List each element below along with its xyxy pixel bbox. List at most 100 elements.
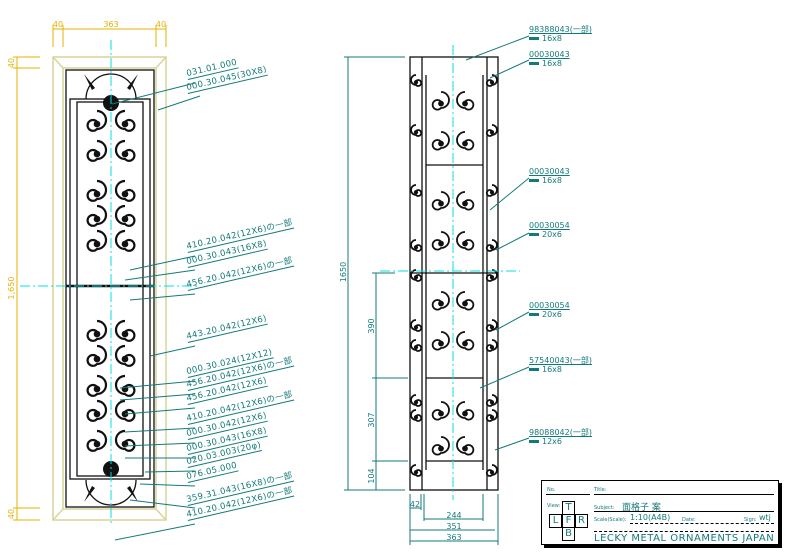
scroll-dot bbox=[413, 275, 419, 280]
scroll-curl bbox=[410, 464, 423, 477]
scroll-dot bbox=[413, 400, 419, 405]
scroll-dot bbox=[489, 130, 495, 135]
part-code: 00030054 bbox=[529, 221, 570, 230]
part-callout: 57540043(一部)16x8 bbox=[529, 356, 592, 374]
dim-height-104: 104 bbox=[367, 468, 376, 483]
dim-height-total: 1650 bbox=[339, 262, 348, 282]
dim-top-right: 40 bbox=[156, 20, 166, 29]
scroll-dot bbox=[413, 80, 419, 85]
scroll-dot bbox=[438, 300, 444, 307]
scroll-dot bbox=[93, 150, 101, 158]
scroll-dot bbox=[121, 190, 129, 198]
scroll-dot bbox=[93, 385, 101, 393]
scroll-curl bbox=[86, 139, 108, 162]
scroll-curl bbox=[114, 344, 136, 367]
scroll-dot bbox=[489, 275, 495, 280]
part-code: 00030054 bbox=[529, 301, 570, 310]
scroll-dot bbox=[438, 410, 444, 417]
scroll-curl bbox=[456, 331, 475, 351]
part-size: 16x8 bbox=[542, 59, 563, 68]
scroll-curl bbox=[431, 131, 450, 151]
dim-width-244: 244 bbox=[446, 511, 461, 520]
view-label: View: bbox=[547, 503, 561, 509]
date-label: Date: bbox=[682, 517, 696, 523]
scroll-curl bbox=[114, 204, 136, 227]
part-code: 00030043 bbox=[529, 50, 570, 59]
scroll-curl bbox=[456, 191, 475, 211]
no-label: No. bbox=[547, 487, 556, 493]
scroll-curl bbox=[114, 139, 136, 162]
scroll-dot bbox=[93, 190, 101, 198]
scroll-dot bbox=[462, 240, 468, 247]
scroll-dot bbox=[413, 130, 419, 135]
bar-icon bbox=[529, 37, 539, 40]
scroll-curl bbox=[114, 374, 136, 397]
dim-top-width: 363 bbox=[103, 20, 118, 29]
view-right: R bbox=[575, 514, 588, 528]
scroll-dot bbox=[121, 240, 129, 248]
scroll-curl bbox=[114, 429, 136, 452]
scroll-dot bbox=[489, 245, 495, 250]
scroll-curl bbox=[485, 74, 498, 87]
scroll-dot bbox=[489, 345, 495, 350]
scroll-dot bbox=[93, 440, 101, 448]
scroll-curl bbox=[86, 399, 108, 422]
part-code: 98088042(一部) bbox=[529, 428, 592, 437]
scroll-curl bbox=[485, 269, 498, 282]
scroll-curl bbox=[410, 339, 423, 352]
scale-value: 1:10(A4B) bbox=[630, 513, 671, 522]
bar-icon bbox=[529, 368, 539, 371]
grille-frame bbox=[65, 69, 155, 508]
scroll-curl bbox=[86, 229, 108, 252]
scroll-curl bbox=[431, 231, 450, 251]
scroll-curl bbox=[410, 74, 423, 87]
scroll-dot bbox=[489, 415, 495, 420]
scroll-dot bbox=[438, 140, 444, 147]
view-bottom: B bbox=[562, 527, 575, 541]
scroll-dot bbox=[121, 355, 129, 363]
sign-value: wtj bbox=[759, 513, 771, 522]
scroll-dot bbox=[462, 445, 468, 452]
scroll-dot bbox=[121, 120, 129, 128]
scroll-dot bbox=[489, 190, 495, 195]
right-grille-frame bbox=[409, 56, 499, 491]
company-name: LECKY METAL ORNAMENTS JAPAN bbox=[594, 533, 775, 544]
scroll-curl bbox=[410, 409, 423, 422]
leader-lines bbox=[111, 82, 201, 541]
scroll-dot bbox=[438, 200, 444, 207]
scroll-dot bbox=[462, 410, 468, 417]
scroll-curl bbox=[410, 239, 423, 252]
scroll-curl bbox=[431, 91, 450, 111]
scroll-curl bbox=[456, 91, 475, 111]
scroll-curl bbox=[86, 204, 108, 227]
part-size: 16x8 bbox=[542, 34, 563, 43]
dim-width-351: 351 bbox=[446, 522, 461, 531]
scroll-dot bbox=[438, 100, 444, 107]
part-callout: 98088042(一部)12x6 bbox=[529, 428, 592, 446]
scroll-dot bbox=[121, 150, 129, 158]
scroll-curl bbox=[456, 436, 475, 456]
scroll-curl bbox=[431, 331, 450, 351]
left-elevation: 40 363 40 40 1,650 40 bbox=[7, 20, 201, 541]
scroll-dot bbox=[93, 120, 101, 128]
part-code: 98388043(一部) bbox=[529, 25, 592, 34]
view-top: T bbox=[562, 501, 575, 515]
scroll-curl bbox=[86, 319, 108, 342]
dim-top-left: 40 bbox=[53, 20, 63, 29]
scroll-dot bbox=[413, 470, 419, 475]
subject-label: Subject: bbox=[594, 505, 615, 511]
scroll-curl bbox=[485, 394, 498, 407]
scroll-curl bbox=[114, 179, 136, 202]
scroll-curl bbox=[431, 401, 450, 421]
scroll-dot bbox=[93, 240, 101, 248]
scroll-curl bbox=[86, 374, 108, 397]
view-front: F bbox=[562, 514, 575, 528]
scroll-curl bbox=[431, 436, 450, 456]
scroll-curl bbox=[485, 124, 498, 137]
scroll-curl bbox=[86, 179, 108, 202]
top-dimension-lines bbox=[13, 25, 167, 521]
scroll-curl bbox=[114, 109, 136, 132]
scroll-dot bbox=[413, 190, 419, 195]
scroll-dot bbox=[462, 340, 468, 347]
